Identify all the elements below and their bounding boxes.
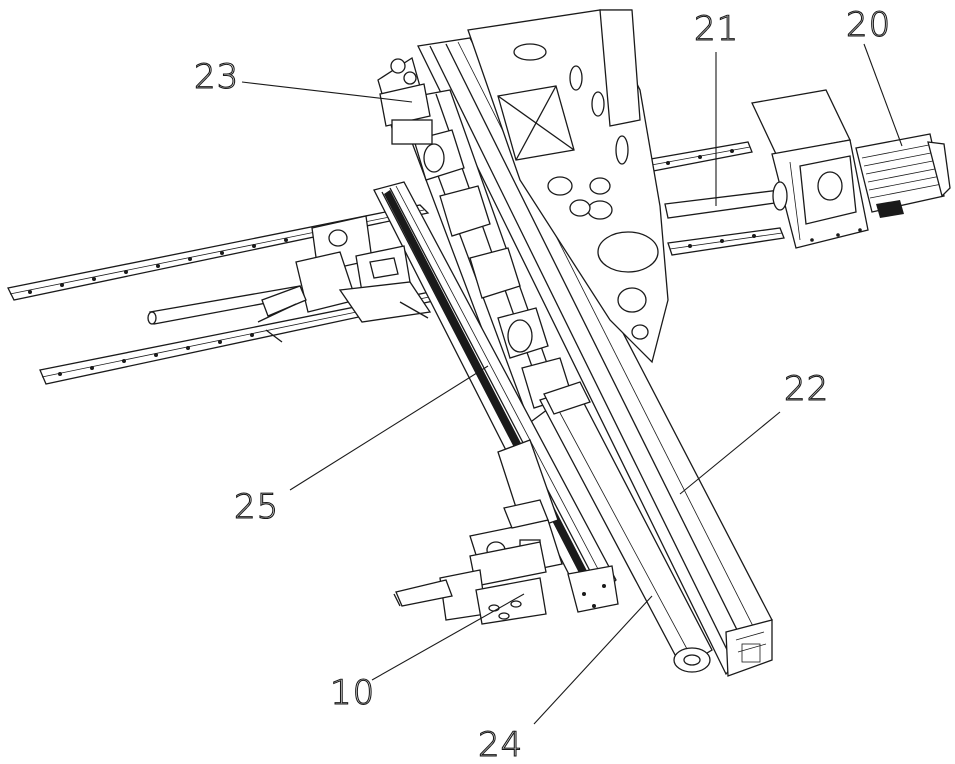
callout-21: 21 [694,9,739,49]
callout-24: 24 [478,725,523,764]
left-round-shaft [147,285,305,325]
callout-22: 22 [784,369,829,409]
right-guide-rail-lower [667,227,785,256]
leader-23 [241,81,413,103]
leader-20 [863,43,903,147]
leader-lines [241,43,903,725]
servo-motor [855,133,951,218]
drive-shaft [664,189,783,219]
callout-25: 25 [234,487,279,527]
main-beam [417,37,773,677]
upper-gripper [257,215,432,343]
callout-labels: 20 21 22 23 24 25 10 [193,4,891,764]
callout-20: 20 [846,5,891,45]
leader-22 [679,411,781,495]
top-end-bracket [377,56,433,145]
carriage-frame [467,9,669,364]
leader-25 [289,365,489,491]
screw-tube [539,381,713,673]
leader-24 [533,595,653,725]
right-guide-rail-upper [644,141,753,173]
callout-23: 23 [194,57,239,97]
leader-10 [371,593,525,681]
lower-gripper [393,439,563,625]
motor-bracket [751,89,869,249]
callout-10: 10 [330,673,375,713]
